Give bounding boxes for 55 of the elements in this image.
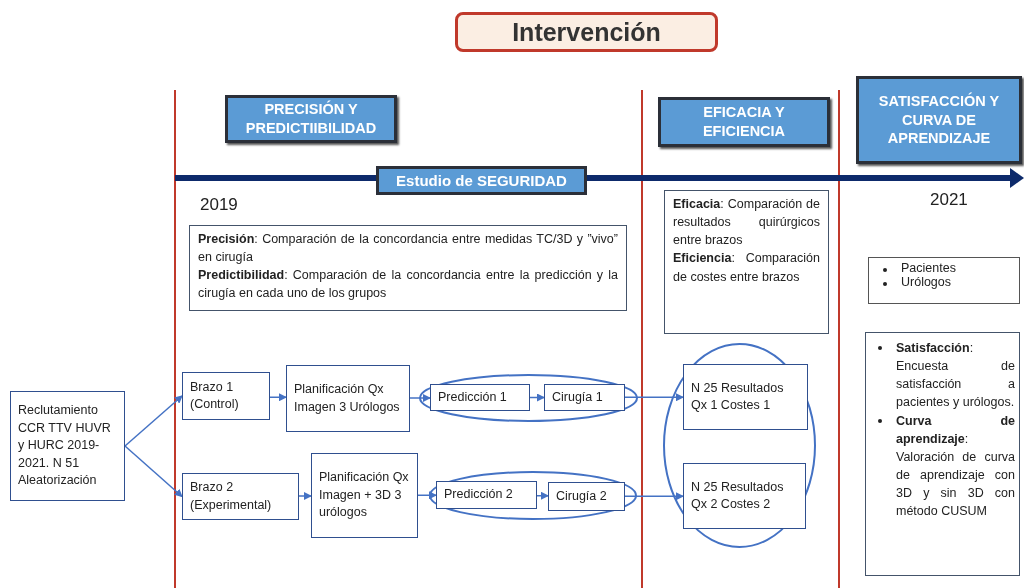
year-label: 2021 — [930, 190, 968, 210]
list-item: Urólogos — [901, 275, 953, 289]
process-box — [286, 365, 410, 432]
banner-label — [376, 166, 587, 195]
arrow — [624, 393, 684, 402]
box-text: Planificación Qx Imagen + 3D 3 urólogos — [319, 469, 410, 522]
arrow — [536, 491, 549, 500]
box-text: Reclutamiento CCR TTV HUVR y HURC 2019-2021. N 51 Aleatorización — [18, 402, 112, 490]
process-box — [182, 372, 270, 420]
header-text: SATISFACCIÓN Y CURVA DE APRENDIZAJE — [877, 91, 1001, 149]
box-text: Planificación Qx Imagen 3 Urólogos — [294, 381, 401, 416]
process-box — [10, 391, 125, 501]
arrow — [124, 445, 183, 498]
section-header — [225, 95, 397, 143]
box-text: Cirugía 2 — [556, 487, 608, 505]
box-text: Predicción 1 — [438, 388, 508, 406]
header-text: PRECISIÓN Y PREDICTIIBILIDAD — [244, 100, 378, 138]
box-text: N 25 Resultados Qx 2 Costes 2 — [691, 478, 785, 513]
header-text: EFICACIA Y EFICIENCIA — [701, 103, 787, 141]
list-item: Satisfacción: Encuesta de satisfacción a pacientes y urólogos. — [896, 340, 1015, 412]
process-box — [683, 463, 806, 529]
process-box — [436, 481, 537, 509]
process-box — [544, 384, 625, 411]
title-box: Intervención — [455, 12, 718, 52]
box-text: Precisión: Comparación de la concordancia entre medidas TC/3D y ”vivo” en cirugía — [198, 231, 618, 267]
process-box — [430, 384, 530, 411]
box-text: Predicción 2 — [444, 486, 514, 504]
arrow — [269, 393, 287, 402]
process-box — [311, 453, 418, 538]
arrow — [529, 393, 545, 402]
box-text: Eficacia: Comparación de resultados quirúrgicos entre brazos — [673, 196, 820, 250]
arrow — [409, 394, 431, 402]
box-text: Predictibilidad: Comparación de la concordancia entre la predicción y la cirugía en cada uno de los grupos — [198, 267, 618, 303]
text-box — [664, 190, 829, 334]
process-box — [683, 364, 808, 430]
box-text: Eficiencia: Comparación de costes entre brazos — [673, 250, 820, 286]
arrow — [624, 492, 684, 501]
section-header — [856, 76, 1022, 164]
arrow — [417, 491, 437, 500]
box-text: Brazo 1 (Control) — [190, 378, 240, 413]
box-text: N 25 Resultados Qx 1 Costes 1 — [691, 379, 785, 414]
year-label: 2019 — [200, 195, 238, 215]
header-text: Estudio de SEGURIDAD — [396, 172, 567, 189]
box-text: Brazo 2 (Experimental) — [190, 479, 273, 514]
list-box — [865, 332, 1020, 576]
section-header — [658, 97, 830, 147]
list-box — [868, 257, 1020, 304]
arrow — [298, 492, 312, 500]
list-item: Curva de aprendizaje: Valoración de curva de aprendizaje con 3D y sin 3D con método CUSUM — [896, 412, 1015, 521]
arrow — [124, 395, 183, 447]
process-box — [182, 473, 299, 520]
box-text: Cirugía 1 — [552, 388, 604, 406]
process-box — [548, 482, 625, 511]
list-item: Pacientes — [901, 261, 957, 275]
text-box — [189, 225, 627, 311]
